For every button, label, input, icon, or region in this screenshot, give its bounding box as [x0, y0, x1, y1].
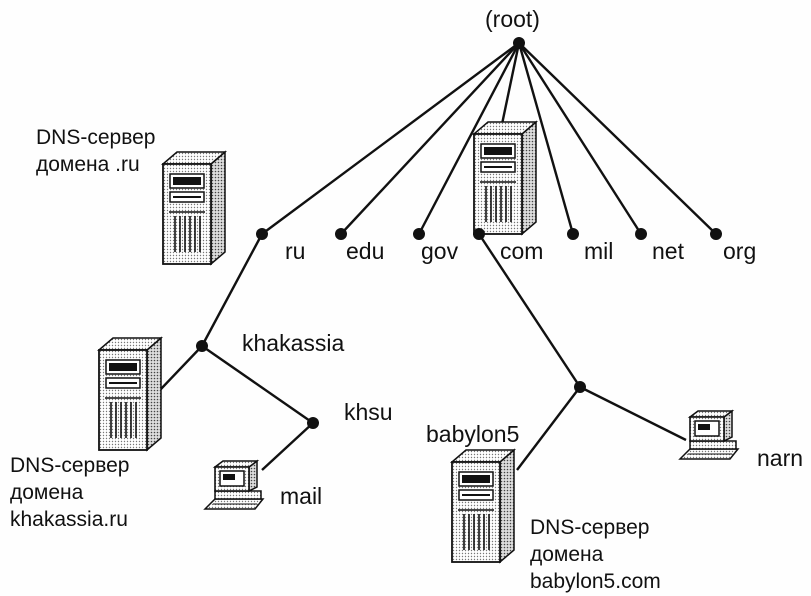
edge-babylon5-dns-server	[516, 386, 581, 471]
node-root	[513, 37, 525, 49]
label-mail: mail	[280, 483, 322, 509]
node-khakassia	[196, 340, 208, 352]
node-net	[635, 228, 647, 240]
caption-line: домена	[530, 543, 604, 566]
edge-root-gov	[417, 42, 521, 235]
server-tower-icon	[98, 337, 162, 451]
label-com: com	[500, 238, 543, 264]
edge-com-babylon5	[477, 233, 582, 388]
caption-line: домена	[10, 481, 84, 504]
label-net: net	[652, 238, 685, 264]
server-tower-icon	[451, 449, 515, 563]
edge-khsu-mail	[261, 422, 314, 471]
caption-dns-ru: DNS-сервер домена .ru	[36, 126, 155, 176]
root-edges	[261, 42, 717, 235]
label-mil: mil	[584, 238, 613, 264]
workstation-computer-icon	[679, 410, 739, 460]
label-babylon5: babylon5	[426, 421, 519, 447]
caption-line: домена .ru	[36, 153, 140, 176]
caption-line: DNS-сервер	[10, 454, 129, 477]
node-gov	[413, 228, 425, 240]
edge-root-org	[518, 42, 717, 235]
label-narn: narn	[757, 445, 803, 471]
node-com	[473, 228, 485, 240]
label-khakassia: khakassia	[242, 330, 344, 356]
edge-root-edu	[340, 42, 520, 235]
caption-line: khakassia.ru	[10, 508, 128, 531]
node-ru	[256, 228, 268, 240]
caption-line: DNS-сервер	[530, 516, 649, 539]
label-ru: ru	[285, 238, 305, 264]
server-tower-icon	[162, 151, 226, 265]
edge-babylon5-narn	[579, 385, 687, 442]
node-babylon5	[574, 381, 586, 393]
node-mil	[567, 228, 579, 240]
caption-line: DNS-сервер	[36, 126, 155, 149]
label-gov: gov	[421, 238, 459, 264]
server-tower-icon	[473, 121, 537, 235]
workstation-computer-icon	[204, 460, 264, 510]
edge-root-ru	[261, 42, 520, 235]
label-khsu: khsu	[344, 399, 393, 425]
label-root: (root)	[485, 6, 540, 32]
label-org: org	[723, 238, 756, 264]
edge-root-mil	[517, 42, 575, 235]
caption-dns-khakassia: DNS-сервер домена khakassia.ru	[10, 454, 129, 531]
caption-line: babylon5.com	[530, 570, 661, 593]
edge-ru-khakassia	[200, 233, 264, 347]
node-org	[710, 228, 722, 240]
edge-root-net	[517, 42, 643, 235]
edge-khakassia-dns-server	[159, 345, 203, 391]
edge-khakassia-khsu	[201, 345, 314, 424]
label-edu: edu	[346, 238, 384, 264]
caption-dns-babylon5: DNS-сервер домена babylon5.com	[530, 516, 661, 593]
node-khsu	[307, 417, 319, 429]
node-edu	[335, 228, 347, 240]
